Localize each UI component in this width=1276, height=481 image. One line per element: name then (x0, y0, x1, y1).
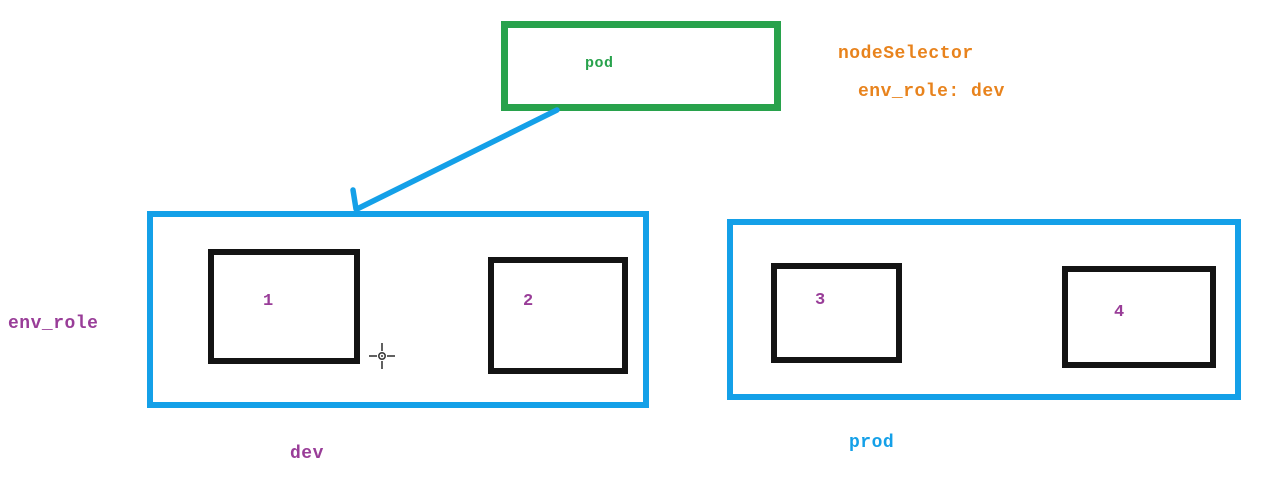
nodeselector-annotation: nodeSelector (838, 44, 974, 64)
node-1-shape[interactable] (208, 249, 360, 364)
node-4-shape[interactable] (1062, 266, 1216, 368)
env-role-axis-label: env_role (8, 314, 99, 334)
pod-label: pod (585, 55, 614, 72)
node-3-label: 3 (815, 291, 826, 310)
dev-group-label: dev (290, 444, 324, 464)
node-3-shape[interactable] (771, 263, 902, 363)
node-2-shape[interactable] (488, 257, 628, 374)
node-2-label: 2 (523, 292, 534, 311)
node-1-label: 1 (263, 292, 274, 311)
crosshair-icon (369, 343, 395, 369)
node-4-label: 4 (1114, 303, 1125, 322)
nodeselector-rule-annotation: env_role: dev (858, 82, 1005, 102)
prod-group-label: prod (849, 433, 895, 453)
pod-shape[interactable] (501, 21, 781, 111)
